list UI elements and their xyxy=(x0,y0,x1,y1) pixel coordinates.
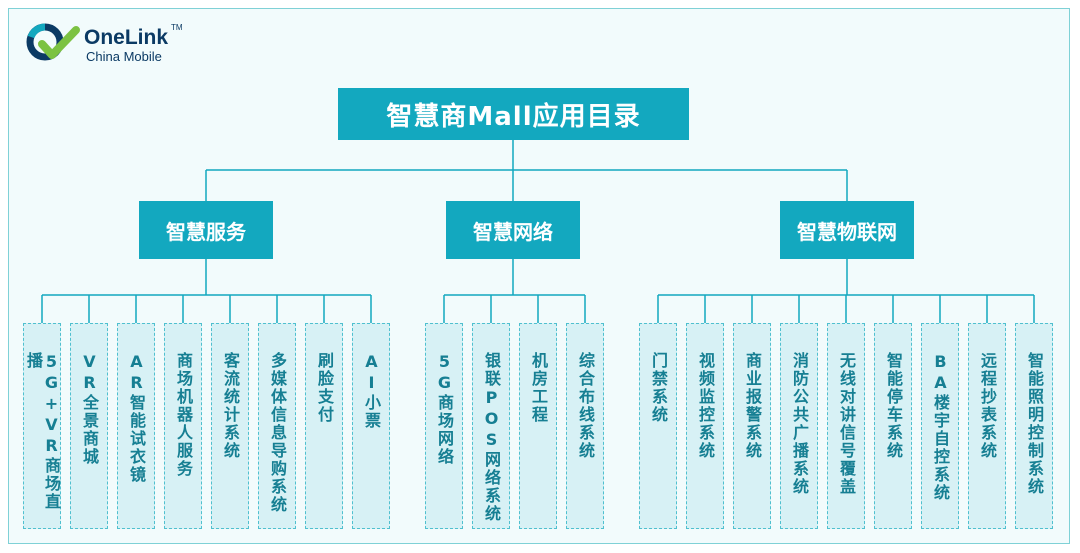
leaf-item: 机房工程 xyxy=(519,323,557,529)
brand-trademark: TM xyxy=(171,23,183,32)
leaf-item: 智能照明控制系统 xyxy=(1015,323,1053,529)
leaf-item: 视频监控系统 xyxy=(686,323,724,529)
category-smart-iot: 智慧物联网 xyxy=(780,201,914,259)
leaf-item: 门禁系统 xyxy=(639,323,677,529)
leaf-item: 综合布线系统 xyxy=(566,323,604,529)
leaf-item: 银联POS网络系统 xyxy=(472,323,510,529)
leaf-item: 客流统计系统 xyxy=(211,323,249,529)
leaf-item: 商业报警系统 xyxy=(733,323,771,529)
leaf-item: VR全景商城 xyxy=(70,323,108,529)
leaf-item: 智能停车系统 xyxy=(874,323,912,529)
onelink-logo-icon xyxy=(26,23,80,61)
brand-subtitle: China Mobile xyxy=(86,49,162,64)
leaf-item: AR智能试衣镜 xyxy=(117,323,155,529)
leaf-item: 刷脸支付 xyxy=(305,323,343,529)
leaf-item: 商场机器人服务 xyxy=(164,323,202,529)
leaf-item: 远程抄表系统 xyxy=(968,323,1006,529)
brand-name: OneLink xyxy=(84,26,169,49)
category-smart-network: 智慧网络 xyxy=(446,201,580,259)
category-smart-services: 智慧服务 xyxy=(139,201,273,259)
leaf-item: 无线对讲信号覆盖 xyxy=(827,323,865,529)
leaf-item: 多媒体信息导购系统 xyxy=(258,323,296,529)
leaf-item: 5G+VR商场直播 xyxy=(23,323,61,529)
leaf-item: 5G商场网络 xyxy=(425,323,463,529)
leaf-item: 消防公共广播系统 xyxy=(780,323,818,529)
diagram-title: 智慧商Mall应用目录 xyxy=(338,88,689,140)
leaf-item: BA楼宇自控系统 xyxy=(921,323,959,529)
leaf-item: AI小票 xyxy=(352,323,390,529)
